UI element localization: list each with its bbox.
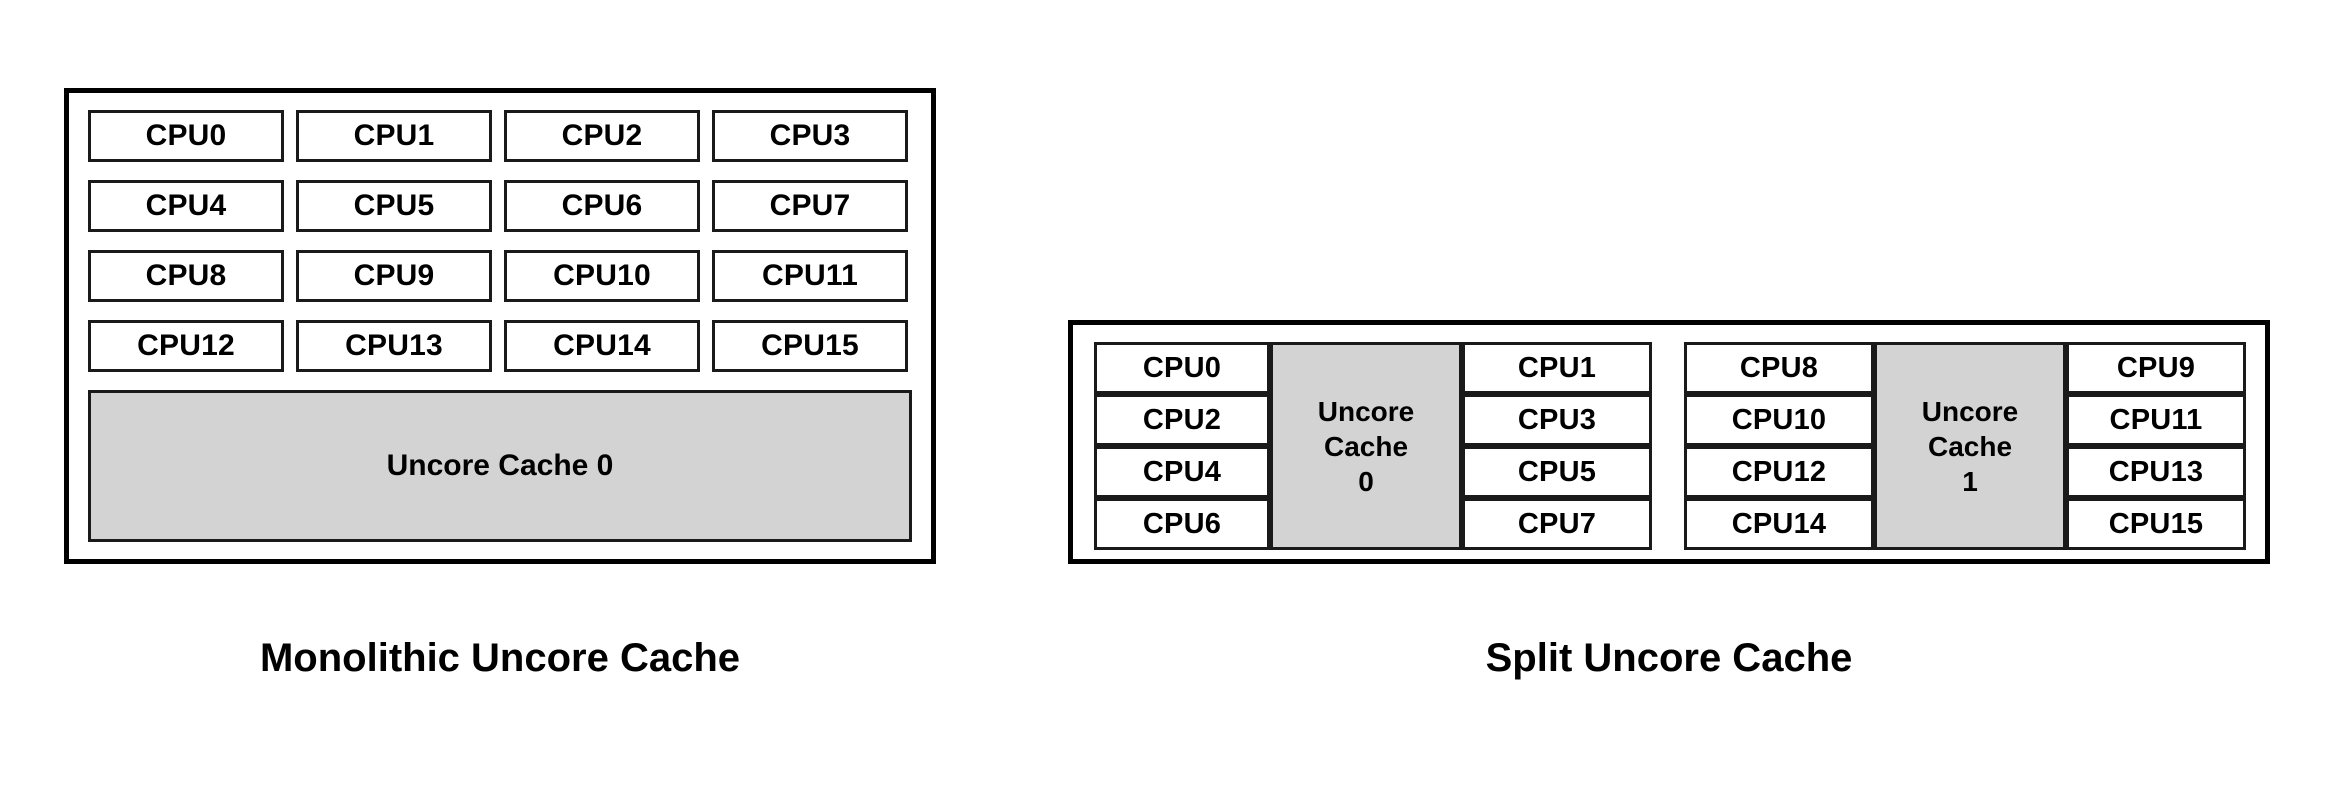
uncore-cache-box[interactable]: Uncore Cache 0 bbox=[1270, 342, 1462, 550]
cpu-box[interactable]: CPU12 bbox=[88, 320, 284, 372]
cpu-box[interactable]: CPU10 bbox=[504, 250, 700, 302]
cpu-box[interactable]: CPU9 bbox=[2066, 342, 2246, 394]
cpu-box[interactable]: CPU1 bbox=[1462, 342, 1652, 394]
uncore-cache-label-line2: Cache bbox=[1927, 430, 2013, 462]
cpu-box[interactable]: CPU9 bbox=[296, 250, 492, 302]
uncore-cache-box[interactable]: Uncore Cache 0 bbox=[88, 390, 912, 542]
cpu-box[interactable]: CPU0 bbox=[88, 110, 284, 162]
cpu-box[interactable]: CPU5 bbox=[1462, 446, 1652, 498]
cpu-box[interactable]: CPU12 bbox=[1684, 446, 1874, 498]
cpu-box[interactable]: CPU4 bbox=[88, 180, 284, 232]
cpu-box[interactable]: CPU7 bbox=[712, 180, 908, 232]
monolithic-caption: Monolithic Uncore Cache bbox=[259, 636, 741, 680]
cpu-box[interactable]: CPU14 bbox=[1684, 498, 1874, 550]
cpu-box[interactable]: CPU8 bbox=[88, 250, 284, 302]
cpu-box[interactable]: CPU11 bbox=[2066, 394, 2246, 446]
cpu-box[interactable]: CPU6 bbox=[1094, 498, 1270, 550]
uncore-cache-box[interactable]: Uncore Cache 1 bbox=[1874, 342, 2066, 550]
cpu-box[interactable]: CPU10 bbox=[1684, 394, 1874, 446]
cpu-box[interactable]: CPU13 bbox=[296, 320, 492, 372]
uncore-cache-label-line3: 0 bbox=[1358, 465, 1374, 497]
uncore-cache-label-line1: Uncore bbox=[1317, 395, 1415, 427]
cpu-box[interactable]: CPU4 bbox=[1094, 446, 1270, 498]
cpu-box[interactable]: CPU2 bbox=[1094, 394, 1270, 446]
cpu-box[interactable]: CPU0 bbox=[1094, 342, 1270, 394]
uncore-cache-label-line3: 1 bbox=[1962, 465, 1978, 497]
cpu-box[interactable]: CPU14 bbox=[504, 320, 700, 372]
cpu-box[interactable]: CPU15 bbox=[712, 320, 908, 372]
uncore-cache-label-line1: Uncore bbox=[1921, 395, 2019, 427]
cpu-box[interactable]: CPU7 bbox=[1462, 498, 1652, 550]
cpu-box[interactable]: CPU11 bbox=[712, 250, 908, 302]
cpu-box[interactable]: CPU8 bbox=[1684, 342, 1874, 394]
cpu-box[interactable]: CPU1 bbox=[296, 110, 492, 162]
cpu-box[interactable]: CPU3 bbox=[712, 110, 908, 162]
cpu-box[interactable]: CPU13 bbox=[2066, 446, 2246, 498]
cpu-box[interactable]: CPU6 bbox=[504, 180, 700, 232]
uncore-cache-label-line2: Cache bbox=[1323, 430, 1409, 462]
cpu-box[interactable]: CPU3 bbox=[1462, 394, 1652, 446]
split-caption: Split Uncore Cache bbox=[1485, 636, 1853, 680]
cpu-box[interactable]: CPU5 bbox=[296, 180, 492, 232]
cpu-box[interactable]: CPU15 bbox=[2066, 498, 2246, 550]
cpu-box[interactable]: CPU2 bbox=[504, 110, 700, 162]
